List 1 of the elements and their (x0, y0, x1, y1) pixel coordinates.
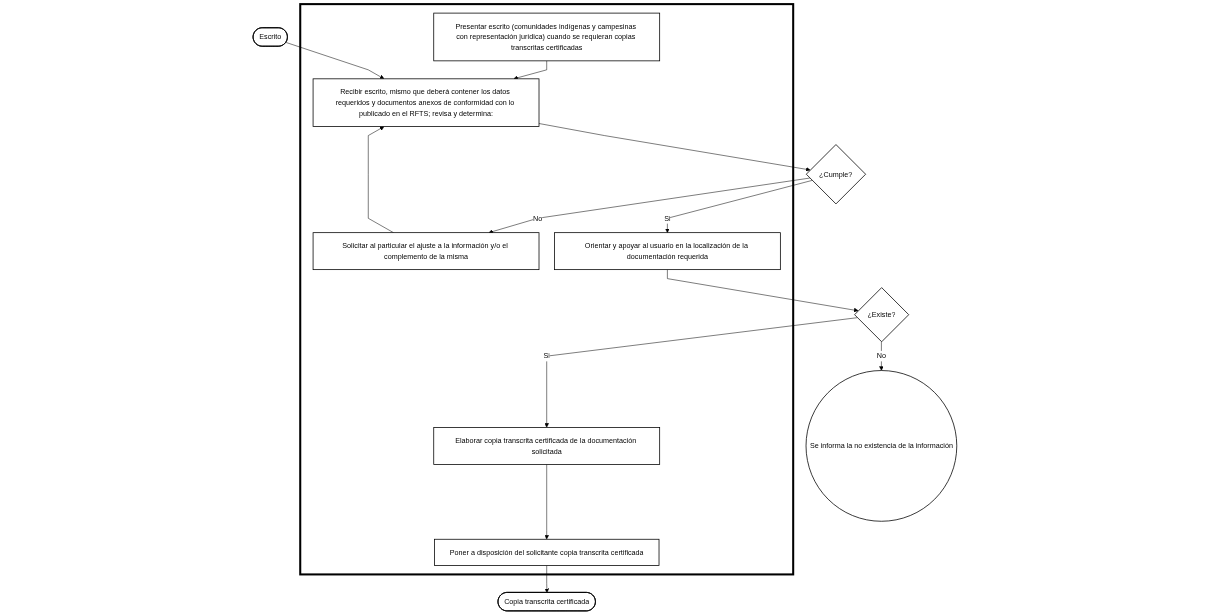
cluster (299, 3, 795, 576)
